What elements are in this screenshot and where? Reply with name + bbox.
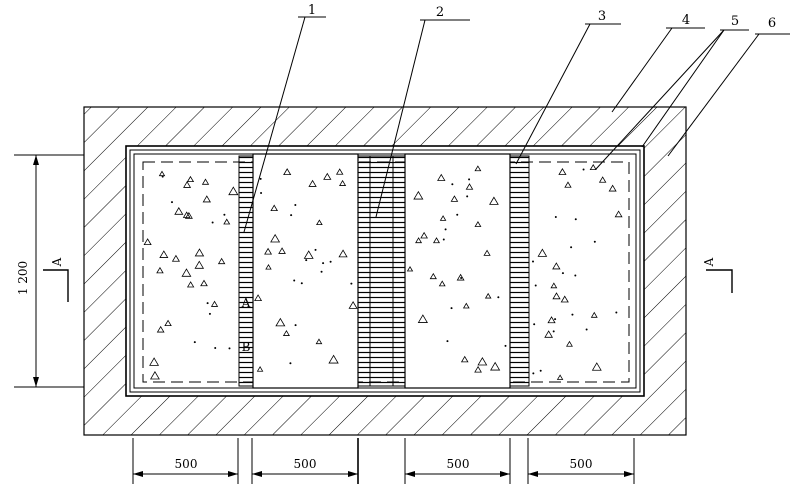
- point-label-b: B: [242, 340, 251, 354]
- callout-1-label: 1: [308, 3, 316, 18]
- callout-3-label: 3: [598, 9, 606, 24]
- section-mark-right: A: [702, 257, 733, 293]
- concrete-block-1: [252, 153, 359, 389]
- bottom-dimensions: 500 500 500 500: [132, 438, 635, 484]
- callout-2-label: 2: [436, 5, 444, 20]
- dimension-label-4: 500: [570, 457, 593, 471]
- callout-2: 2: [375, 5, 470, 218]
- height-dimension: 1 200: [14, 154, 84, 388]
- lining-layer-inner: [133, 153, 637, 389]
- callout-3: 3: [515, 9, 621, 165]
- concrete-aggregate: [143, 163, 623, 380]
- section-mark-left: A: [43, 257, 69, 302]
- point-label-a: A: [241, 296, 251, 310]
- callout-1: 1: [243, 3, 326, 233]
- callout-4-label: 4: [682, 13, 690, 28]
- concrete-block-2: [404, 153, 511, 389]
- section-mark-left-label: A: [50, 257, 64, 267]
- dimension-label-2: 500: [294, 457, 317, 471]
- callout-5-label: 5: [731, 14, 739, 29]
- section-mark-right-label: A: [702, 257, 716, 267]
- callout-4: 4: [611, 13, 705, 113]
- dimension-label-3: 500: [447, 457, 470, 471]
- lining-layer-outer: [129, 149, 641, 393]
- callout-6: 6: [667, 16, 790, 157]
- callout-5: 5: [595, 14, 749, 170]
- dimension-label-1: 500: [175, 457, 198, 471]
- ladder-strip-2: [357, 155, 406, 387]
- callout-6-label: 6: [768, 16, 776, 31]
- height-dimension-label: 1 200: [16, 261, 30, 295]
- ladder-strip-3: [509, 155, 530, 387]
